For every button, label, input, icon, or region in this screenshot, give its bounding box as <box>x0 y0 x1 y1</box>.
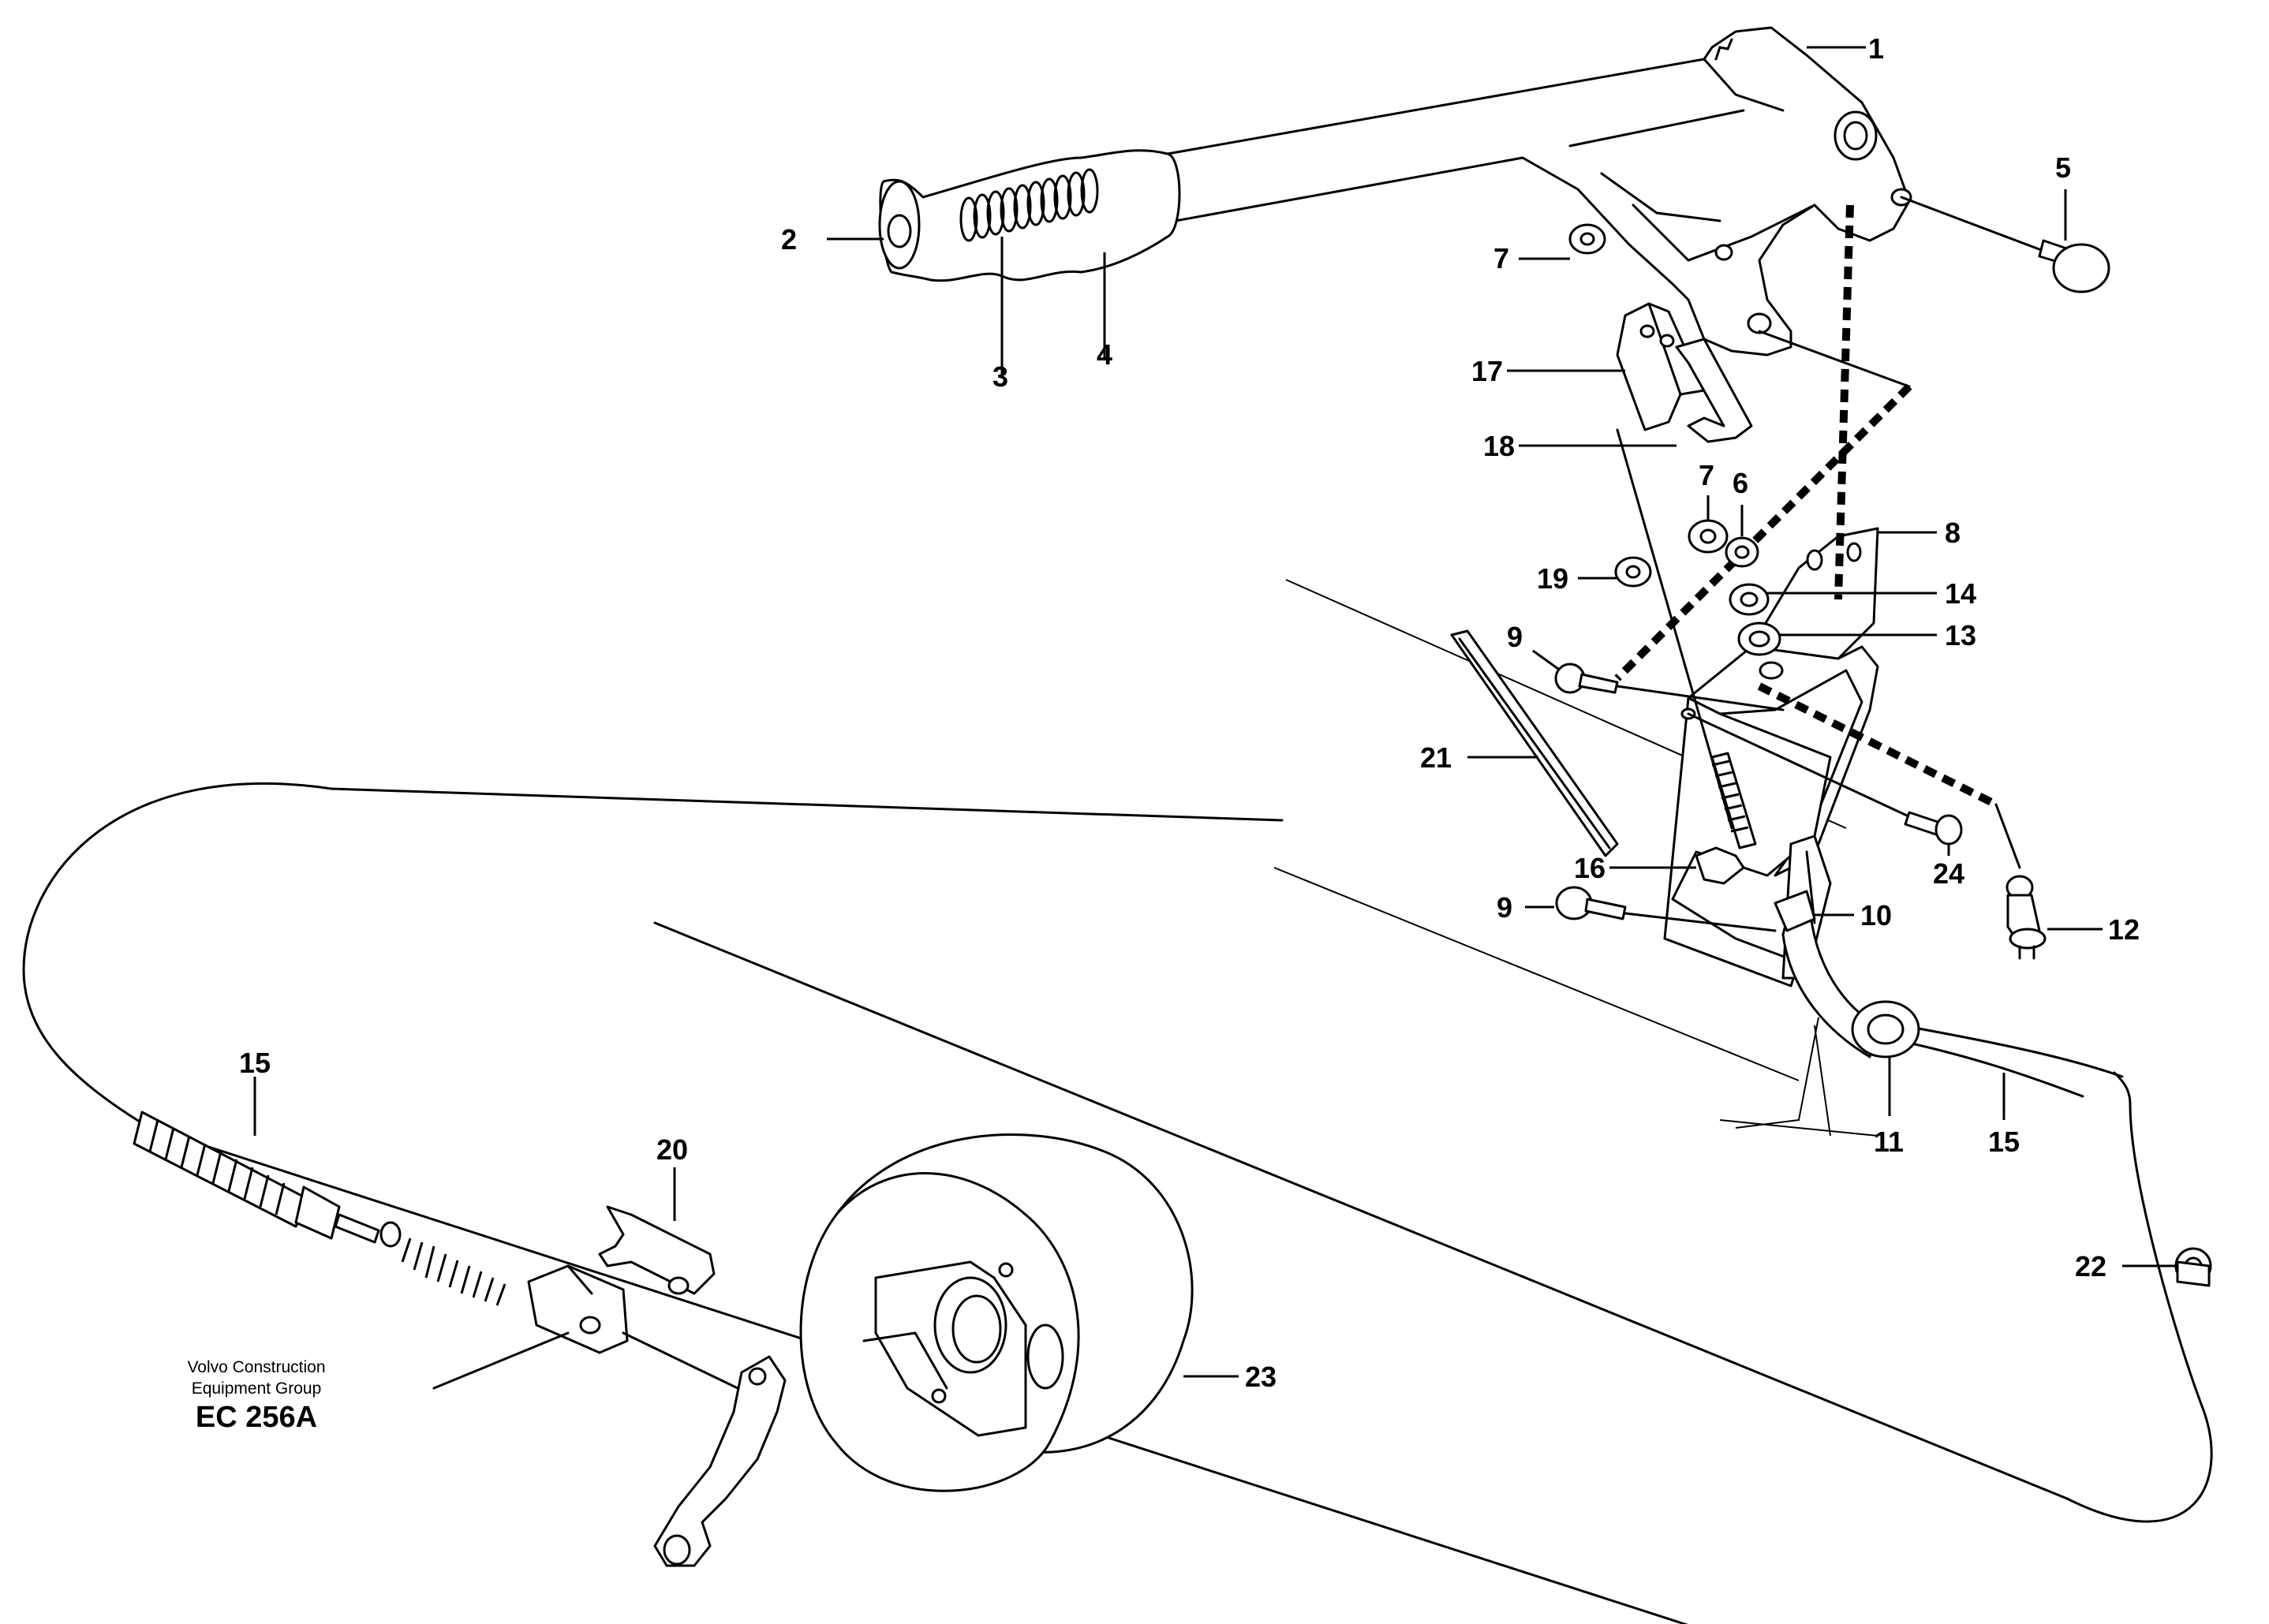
callout-4: 4 <box>1097 338 1112 371</box>
callout-labels: 1 2 3 4 5 7 17 18 7 6 8 19 14 13 9 21 24… <box>239 32 2140 1393</box>
washer-7-top <box>1568 223 1606 255</box>
callout-1: 1 <box>1868 32 1884 65</box>
credit-line-1: Volvo Construction <box>187 1358 326 1376</box>
callout-18: 18 <box>1483 430 1515 462</box>
callout-23: 23 <box>1245 1361 1277 1393</box>
callout-8: 8 <box>1945 517 1961 549</box>
screw-9-lower <box>1555 886 1777 932</box>
washer-7-mid <box>1688 519 1729 554</box>
callout-16: 16 <box>1574 852 1605 884</box>
return-spring <box>401 1238 507 1306</box>
callout-15-left: 15 <box>239 1047 271 1079</box>
clamp-22 <box>2174 1247 2212 1287</box>
publisher-credit: Volvo Construction Equipment Group EC 25… <box>138 1357 375 1435</box>
callout-13: 13 <box>1945 619 1976 651</box>
clip-20 <box>598 1205 716 1295</box>
callout-10: 10 <box>1860 899 1892 931</box>
grommet-11 <box>1851 1000 1920 1058</box>
screw-9-upper <box>1554 663 1785 711</box>
clevis-end <box>527 1264 629 1354</box>
grip-spring <box>959 168 1099 242</box>
callout-17: 17 <box>1471 355 1503 387</box>
leader-lines <box>253 46 2176 1378</box>
callout-15-right: 15 <box>1988 1126 2020 1158</box>
callout-7-mid: 7 <box>1699 459 1714 491</box>
callout-3: 3 <box>992 360 1008 393</box>
callout-24: 24 <box>1933 857 1964 890</box>
clip-18 <box>1675 338 1753 443</box>
callout-20: 20 <box>656 1133 688 1166</box>
frame-outline <box>1273 579 1878 1137</box>
callout-12: 12 <box>2108 913 2140 946</box>
callout-11: 11 <box>1874 1126 1904 1158</box>
callout-9-upper: 9 <box>1507 621 1523 653</box>
hand-brake-lever <box>1166 26 1912 357</box>
cable-end-lower <box>133 1111 402 1248</box>
nut-14 <box>1729 583 1770 616</box>
nut-16 <box>1695 846 1745 885</box>
callout-6: 6 <box>1733 467 1748 499</box>
screw-24 <box>1687 712 1963 846</box>
callout-2: 2 <box>781 223 797 256</box>
callout-19: 19 <box>1537 562 1568 595</box>
callout-7-top: 7 <box>1493 242 1509 274</box>
callout-21: 21 <box>1420 741 1452 774</box>
threaded-rod <box>1616 428 1757 849</box>
callout-14: 14 <box>1945 577 1976 610</box>
callout-9-lower: 9 <box>1497 891 1512 924</box>
brake-drum-23 <box>799 1133 1194 1492</box>
credit-line-2: Equipment Group <box>191 1379 322 1398</box>
cable-upper <box>1774 890 2124 1098</box>
callout-5: 5 <box>2055 151 2071 184</box>
strip-21 <box>1450 629 1619 857</box>
brake-lever-arm <box>432 1331 787 1567</box>
washer-6 <box>1725 536 1759 568</box>
diagram-code: EC 256A <box>195 1401 318 1434</box>
washer-19 <box>1614 556 1652 588</box>
brake-cable-loop <box>22 782 2213 1624</box>
bolt-5 <box>1900 196 2110 293</box>
callout-22: 22 <box>2075 1250 2106 1282</box>
dashed-guide-lines <box>1614 204 1998 808</box>
lock-washer-13 <box>1737 622 1781 656</box>
switch-12 <box>1994 803 2047 960</box>
